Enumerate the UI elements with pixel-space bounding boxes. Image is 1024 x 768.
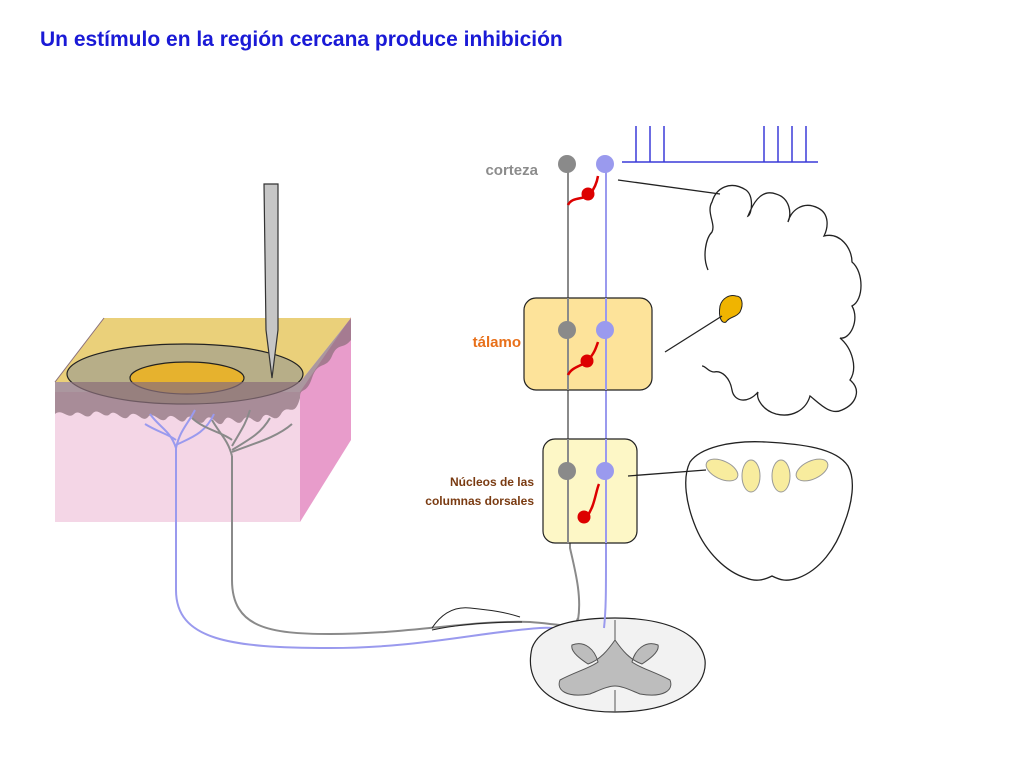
center-afferent-fiber — [191, 409, 579, 636]
thalamus-inhibitory-terminal — [580, 354, 594, 368]
dorsal-nuclei-label-line2: columnas dorsales — [425, 494, 534, 508]
nucleus-cuneatus-left — [741, 459, 761, 493]
skin-block — [54, 317, 351, 522]
nuclei-inhibitory-terminal — [577, 510, 591, 524]
thalamus-box — [523, 297, 653, 391]
gray-ascending-axon — [567, 168, 581, 621]
medulla-section — [627, 441, 854, 581]
cortex-gray-neuron — [558, 155, 576, 173]
thalamus-neurons — [558, 321, 614, 376]
dorsal-column-nuclei-box — [542, 438, 638, 544]
dorsal-nuclei-label-line1: Núcleos de las — [450, 475, 534, 489]
thalamus-label: tálamo — [473, 334, 521, 351]
nuclei-pointer-line — [627, 469, 707, 477]
skin-top-edge-left — [54, 317, 105, 383]
brain-hemisphere — [617, 179, 862, 416]
blue-ascending-axon — [603, 168, 607, 629]
nucleus-cuneatus-right — [771, 459, 791, 493]
thalamus-marker — [719, 295, 743, 323]
nuclei-blue-neuron — [596, 462, 614, 480]
nuclei-gray-neuron — [558, 462, 576, 480]
cortex-blue-neuron — [596, 155, 614, 173]
dermis-layer — [55, 318, 351, 425]
spike-train — [622, 126, 818, 163]
nuclei-inhibitory-branch — [584, 483, 601, 519]
thalamus-blue-neuron — [596, 321, 614, 339]
spinal-cord-section — [431, 607, 706, 713]
nucleus-gracilis-left — [705, 458, 739, 482]
stimulus-probe — [263, 183, 279, 379]
dorsal-nuclei-neurons — [558, 462, 614, 524]
thalamus-pointer-line — [664, 315, 723, 353]
cortex-label: corteza — [485, 162, 538, 179]
skin-front-face — [55, 392, 300, 522]
skin-side-face — [300, 317, 351, 522]
cortex-pointer-line — [617, 179, 721, 195]
nucleus-gracilis-right — [795, 458, 829, 482]
cortex-inhibitory-terminal — [581, 187, 595, 201]
cortex-neurons — [558, 155, 614, 206]
slide-title: Un estímulo en la región cercana produce… — [40, 28, 563, 51]
thalamus-gray-neuron — [558, 321, 576, 339]
